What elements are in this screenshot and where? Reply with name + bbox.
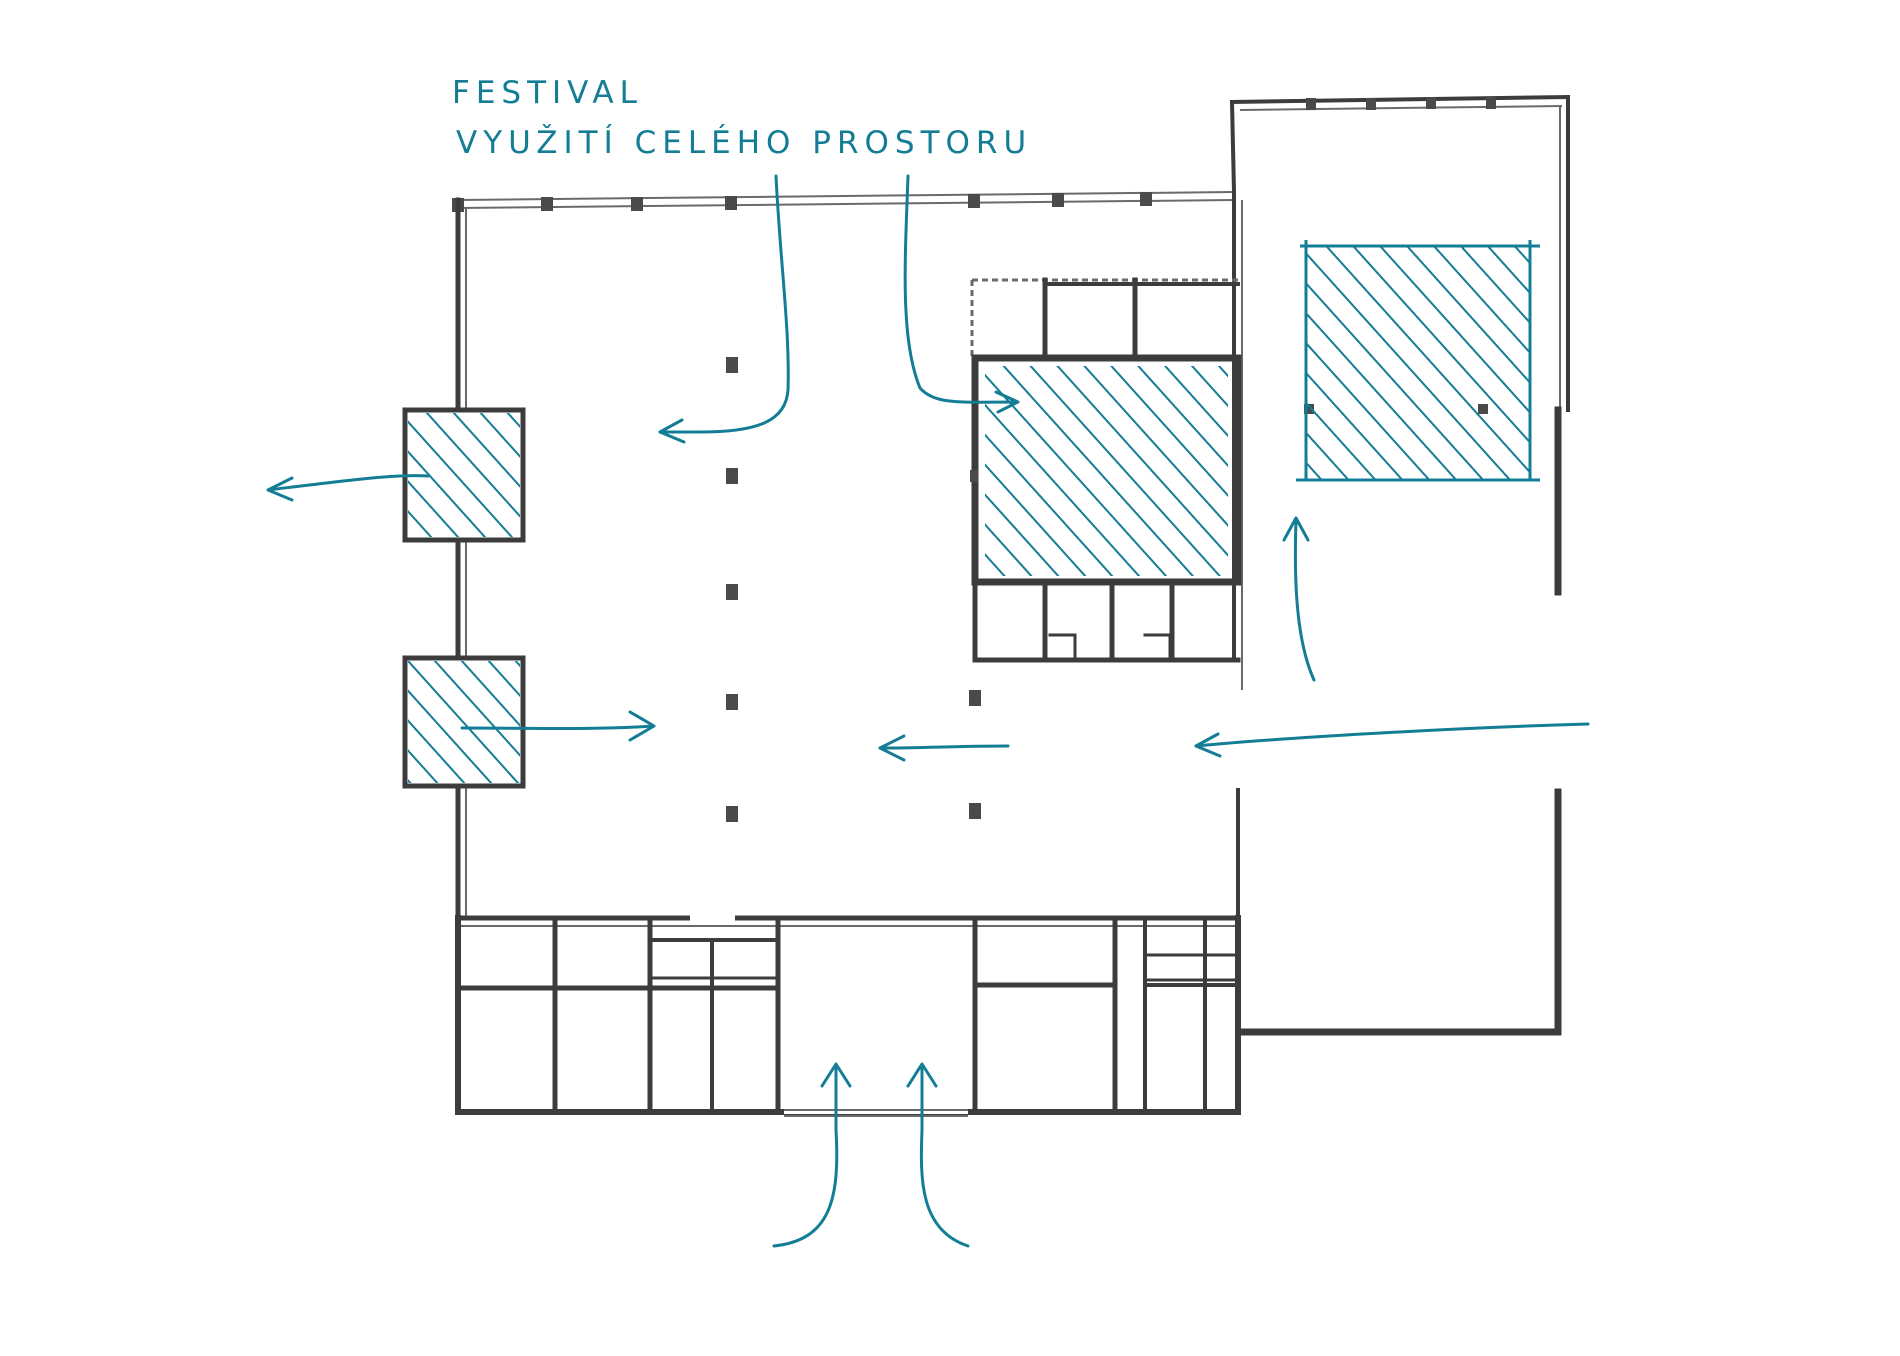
- annex-top-wall: [1229, 94, 1571, 105]
- building-walls: [402, 94, 1571, 1117]
- arrow-main-entrance-left: [772, 1066, 839, 1248]
- arrow-exit-left: [266, 474, 430, 492]
- annotation-subtitle: VYUŽITÍ CELÉHO PROSTORU: [456, 125, 1033, 161]
- annotation-title: FESTIVAL: [452, 75, 643, 111]
- top-facade-inner: [457, 199, 1235, 209]
- arrow-hall-flow: [878, 744, 1010, 750]
- service-block-partitions: [455, 915, 1240, 1115]
- top-facade-outer: [457, 191, 1235, 201]
- arrow-annotation-to-hall: [658, 174, 790, 434]
- annex-top-mullions: [1306, 97, 1496, 110]
- zone-annex-hall: [1306, 246, 1530, 480]
- arrow-into-annex: [1293, 518, 1316, 682]
- arrow-side-entrance: [1194, 722, 1590, 748]
- arrow-kiosk-to-hall: [460, 724, 654, 730]
- arrow-annotation-to-stage: [903, 174, 1017, 404]
- visitor-flow-arrows: [266, 174, 1590, 1248]
- zone-left-kiosk-lower: [408, 661, 520, 783]
- left-kiosk-lower-wall: [402, 655, 526, 789]
- zone-main-stage: [985, 366, 1228, 576]
- activity-zones: [408, 240, 1540, 783]
- arrow-main-entrance-right: [919, 1064, 970, 1248]
